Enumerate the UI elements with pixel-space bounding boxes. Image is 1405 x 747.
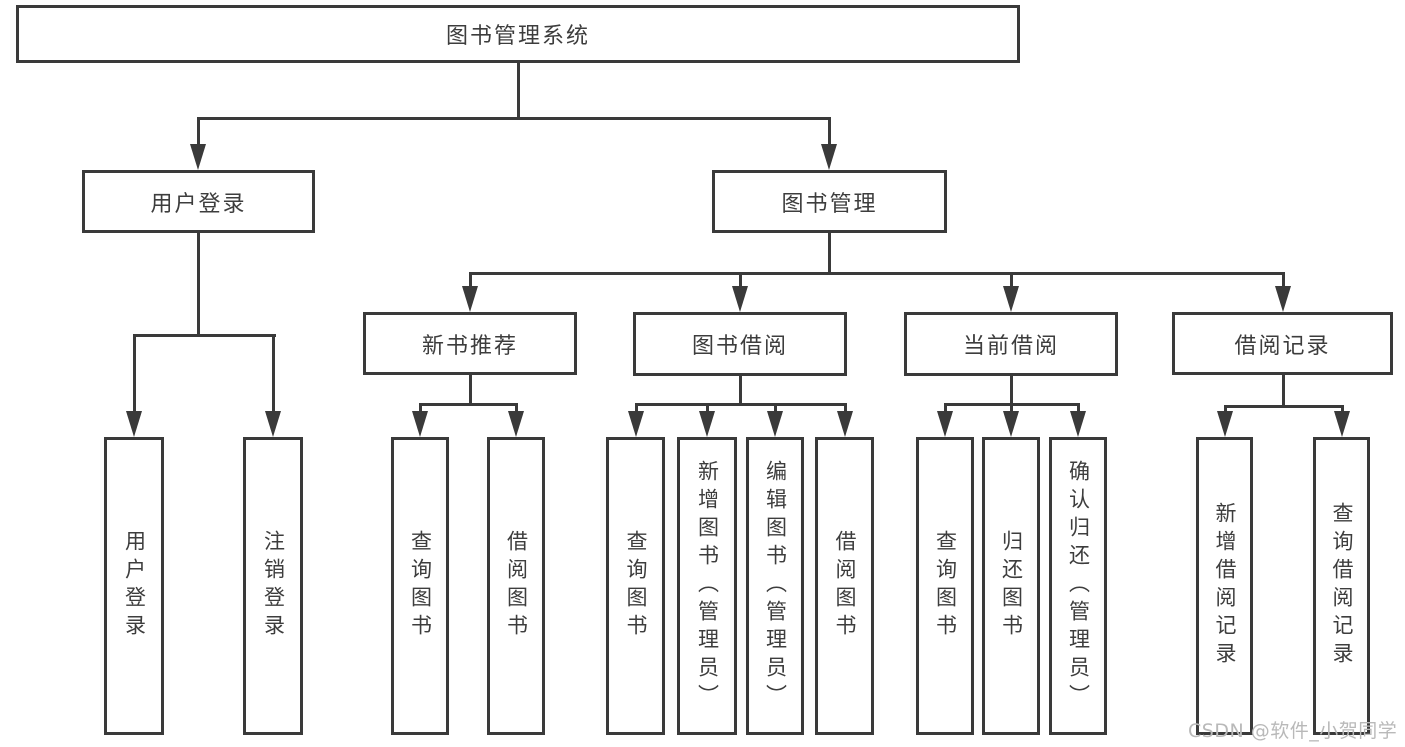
connector-line	[133, 334, 136, 414]
connector-line	[133, 334, 276, 337]
connector-line	[1010, 403, 1013, 415]
node-book-management: 图书管理	[712, 170, 947, 233]
arrow-down-icon	[628, 411, 644, 437]
connector-line	[419, 403, 422, 415]
node-book-borrow: 图书借阅	[633, 312, 847, 376]
node-label: 图书借阅	[691, 334, 788, 359]
connector-line	[197, 117, 200, 147]
node-add-borrow-record: 新增借阅记录	[1196, 437, 1253, 735]
connector-line	[828, 117, 831, 147]
node-query-books-recommend: 查询图书	[391, 437, 449, 735]
connector-line	[739, 376, 742, 406]
node-label: 归还图书	[999, 530, 1024, 642]
watermark: CSDN @软件_小贺同学	[1188, 720, 1398, 742]
node-logout: 注销登录	[243, 437, 303, 735]
node-borrow-books: 借阅图书	[815, 437, 874, 735]
node-confirm-return-admin: 确认归还（管理员）	[1049, 437, 1107, 735]
connector-line	[1282, 272, 1285, 290]
connector-line	[272, 334, 275, 414]
arrow-down-icon	[937, 411, 953, 437]
node-new-book-recommend: 新书推荐	[363, 312, 577, 375]
node-borrow-books-recommend: 借阅图书	[487, 437, 545, 735]
node-label: 查询图书	[408, 530, 433, 642]
node-label: 确认归还（管理员）	[1066, 460, 1091, 712]
node-label: 用户登录	[150, 191, 247, 217]
node-root-system: 图书管理系统	[16, 5, 1020, 63]
arrow-down-icon	[699, 411, 715, 437]
arrow-down-icon	[767, 411, 783, 437]
node-query-borrow-record: 查询借阅记录	[1313, 437, 1370, 735]
node-edit-book-admin: 编辑图书（管理员）	[746, 437, 804, 735]
node-label: 新书推荐	[421, 333, 518, 359]
node-label: 查询图书	[933, 530, 958, 642]
connector-line	[1282, 375, 1285, 408]
node-label: 图书管理	[781, 191, 878, 217]
arrow-down-icon	[1070, 411, 1086, 437]
connector-line	[635, 403, 847, 406]
node-user-login-leaf: 用户登录	[104, 437, 164, 735]
node-label: 查询借阅记录	[1330, 502, 1354, 670]
node-label: 新增借阅记录	[1213, 502, 1237, 670]
node-label: 图书管理系统	[445, 24, 590, 49]
node-label: 查询图书	[624, 530, 648, 642]
arrow-down-icon	[508, 411, 524, 437]
arrow-down-icon	[1334, 411, 1350, 437]
node-borrow-records: 借阅记录	[1172, 312, 1393, 375]
connector-line	[469, 375, 472, 406]
connector-line	[515, 403, 518, 415]
connector-line	[517, 63, 520, 119]
connector-line	[739, 272, 742, 290]
arrow-down-icon	[126, 411, 142, 437]
connector-line	[1077, 403, 1080, 415]
connector-line	[469, 272, 1285, 275]
node-label: 借阅图书	[504, 530, 529, 642]
node-current-borrow: 当前借阅	[904, 312, 1118, 376]
arrow-down-icon	[190, 144, 206, 170]
connector-line	[469, 272, 472, 290]
connector-line	[419, 403, 518, 406]
arrow-down-icon	[1003, 286, 1019, 312]
arrow-down-icon	[1003, 411, 1019, 437]
node-label: 新增图书（管理员）	[695, 460, 720, 712]
connector-line	[844, 403, 847, 415]
arrow-down-icon	[1217, 411, 1233, 437]
connector-line	[1010, 376, 1013, 406]
connector-line	[1224, 405, 1227, 415]
arrow-down-icon	[732, 286, 748, 312]
node-label: 注销登录	[261, 530, 286, 642]
node-label: 借阅记录	[1234, 333, 1331, 359]
arrow-down-icon	[462, 286, 478, 312]
node-user-login: 用户登录	[82, 170, 315, 233]
connector-line	[635, 403, 638, 415]
node-label: 编辑图书（管理员）	[763, 460, 788, 712]
node-label: 用户登录	[122, 530, 147, 642]
node-query-books-current: 查询图书	[916, 437, 974, 735]
connector-line	[1341, 405, 1344, 415]
arrow-down-icon	[837, 411, 853, 437]
connector-line	[1010, 272, 1013, 290]
arrow-down-icon	[265, 411, 281, 437]
node-label: 当前借阅	[962, 334, 1059, 359]
connector-line	[828, 233, 831, 275]
node-label: 借阅图书	[833, 530, 857, 642]
connector-line	[774, 403, 777, 415]
connector-line	[197, 233, 200, 337]
connector-line	[1224, 405, 1344, 408]
connector-line	[706, 403, 709, 415]
arrow-down-icon	[821, 144, 837, 170]
node-return-book: 归还图书	[982, 437, 1040, 735]
arrow-down-icon	[1275, 286, 1291, 312]
connector-line	[197, 117, 831, 120]
arrow-down-icon	[412, 411, 428, 437]
node-query-books-borrow: 查询图书	[606, 437, 665, 735]
connector-line	[944, 403, 947, 415]
node-add-book-admin: 新增图书（管理员）	[677, 437, 737, 735]
